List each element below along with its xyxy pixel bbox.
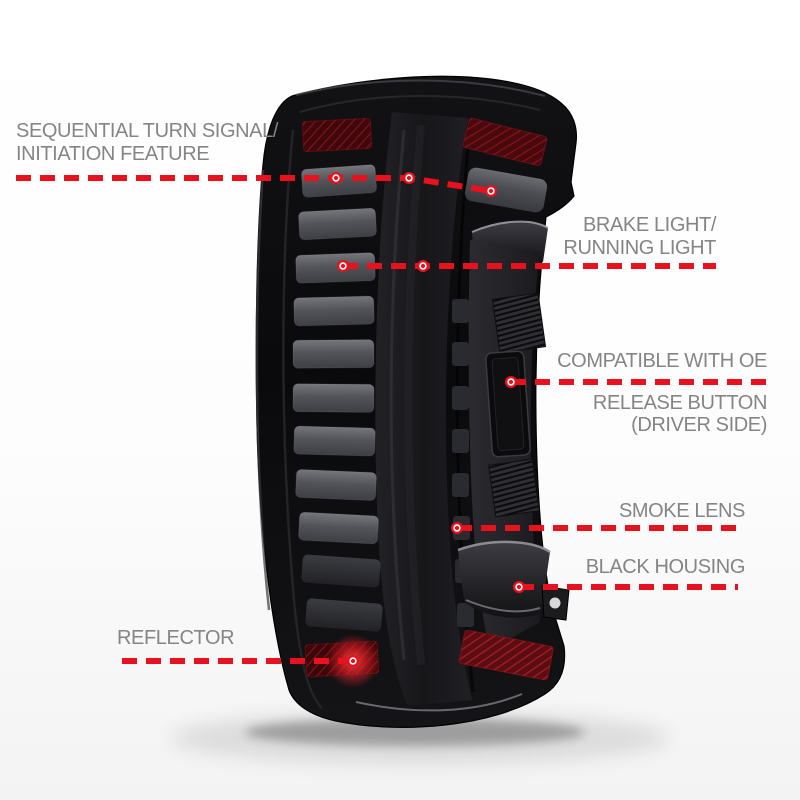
top-reflector-left xyxy=(301,117,373,153)
callout-marker-brake-light-2 xyxy=(417,260,429,272)
led-segment xyxy=(295,252,376,284)
callout-label-compatible-oe: COMPATIBLE WITH OE xyxy=(557,350,767,373)
label-line: RUNNING LIGHT xyxy=(563,237,716,259)
callout-label-release-button: RELEASE BUTTON (DRIVER SIDE) xyxy=(593,392,767,436)
mounting-tab xyxy=(541,585,570,621)
bottom-reflector-right xyxy=(458,629,554,681)
callout-marker-black-housing xyxy=(513,581,525,593)
callout-marker-brake-light-1 xyxy=(337,260,349,272)
center-lens-blade xyxy=(375,112,472,706)
label-line: COMPATIBLE WITH OE xyxy=(557,350,767,372)
label-line: BLACK HOUSING xyxy=(585,556,746,578)
oe-release-button xyxy=(485,350,531,458)
led-segment xyxy=(293,425,376,457)
black-housing-lower-wing xyxy=(457,540,551,618)
callout-marker-turn-signal-2 xyxy=(403,172,415,184)
callout-marker-oe-release xyxy=(505,376,517,388)
callout-marker-turn-signal-3 xyxy=(485,185,497,197)
label-line: (DRIVER SIDE) xyxy=(631,414,767,436)
callout-label-black-housing: BLACK HOUSING xyxy=(585,556,746,579)
turn-signal-segment-strip xyxy=(292,164,383,632)
vent-ribs-lower xyxy=(488,458,540,518)
callout-label-smoke-lens: SMOKE LENS xyxy=(619,500,745,523)
label-line: RELEASE BUTTON xyxy=(592,392,767,414)
led-segment xyxy=(295,468,377,502)
callout-label-sequential-turn-signal: SEQUENTIAL TURN SIGNAL/ INITIATION FEATU… xyxy=(16,120,278,166)
led-segment xyxy=(292,339,375,369)
label-line: SEQUENTIAL TURN SIGNAL/ xyxy=(16,120,278,142)
label-line: BRAKE LIGHT/ xyxy=(582,214,716,236)
led-segment xyxy=(298,511,379,545)
callout-label-reflector: REFLECTOR xyxy=(117,627,235,650)
label-line: REFLECTOR xyxy=(117,627,235,649)
label-line: SMOKE LENS xyxy=(618,500,745,522)
product-shadow xyxy=(170,712,670,764)
led-segment xyxy=(292,383,375,413)
callout-marker-smoke-lens xyxy=(451,522,463,534)
callout-marker-reflector xyxy=(347,655,359,667)
callout-marker-turn-signal-1 xyxy=(330,172,342,184)
led-segment xyxy=(293,295,375,327)
bolt-hole xyxy=(549,597,561,609)
brake-light-bar xyxy=(464,167,548,213)
callout-label-brake-light: BRAKE LIGHT/ RUNNING LIGHT xyxy=(563,214,716,260)
led-segment xyxy=(298,207,377,241)
led-segment xyxy=(305,598,383,632)
led-segment xyxy=(301,554,381,588)
vent-ribs-upper xyxy=(491,292,547,354)
top-reflector-right xyxy=(462,117,548,167)
label-line: INITIATION FEATURE xyxy=(16,143,210,165)
